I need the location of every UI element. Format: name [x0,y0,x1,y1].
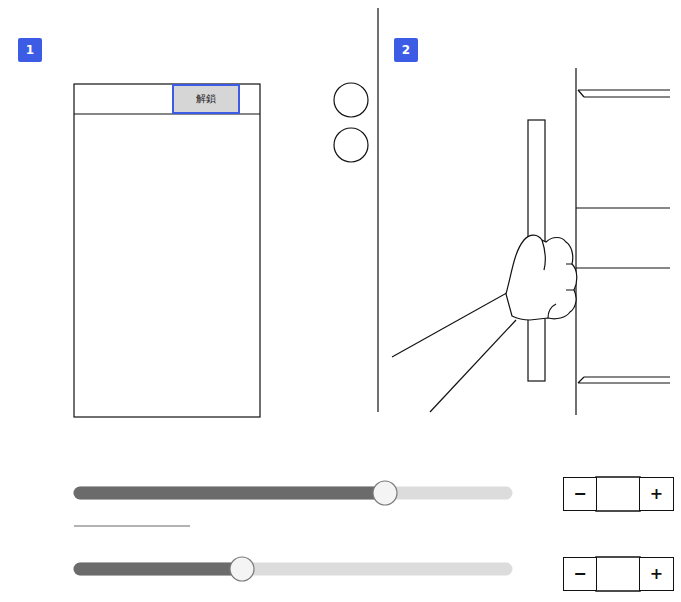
shelf [578,377,670,383]
slider-fill [80,487,385,500]
step-badge: 1 [18,38,42,62]
slider-fill [80,563,242,576]
slider [80,481,506,505]
phone-screen [74,84,260,417]
label-text: − [573,566,586,582]
slider-track [80,487,506,500]
label-text: 2 [402,44,410,56]
side-button [334,128,368,162]
minus-button: − [563,477,597,511]
label-text: 1 [26,44,34,56]
underline [74,525,190,527]
slider [80,557,506,581]
label-text: − [573,486,586,502]
shelf [578,90,670,97]
shelf [576,267,670,268]
stepper-value [596,477,640,511]
slider-track [80,563,506,576]
slider-thumb [373,481,397,505]
minus-button: − [563,557,597,591]
hand [506,235,577,320]
label-text: + [650,566,663,582]
label-text: 解鎖 [196,94,216,104]
slider-thumb [230,557,254,581]
stepper-value [596,557,640,591]
side-button [334,83,368,117]
arm [430,320,516,412]
panel-divider [377,8,378,412]
unlock-button: 解鎖 [172,84,240,114]
plus-button: + [639,557,674,591]
arm [392,290,512,357]
shelf [576,207,670,208]
plus-button: + [639,477,674,511]
label-text: + [650,486,663,502]
door-edge [575,68,576,415]
step-badge: 2 [394,38,418,62]
finger-lines [542,240,574,318]
